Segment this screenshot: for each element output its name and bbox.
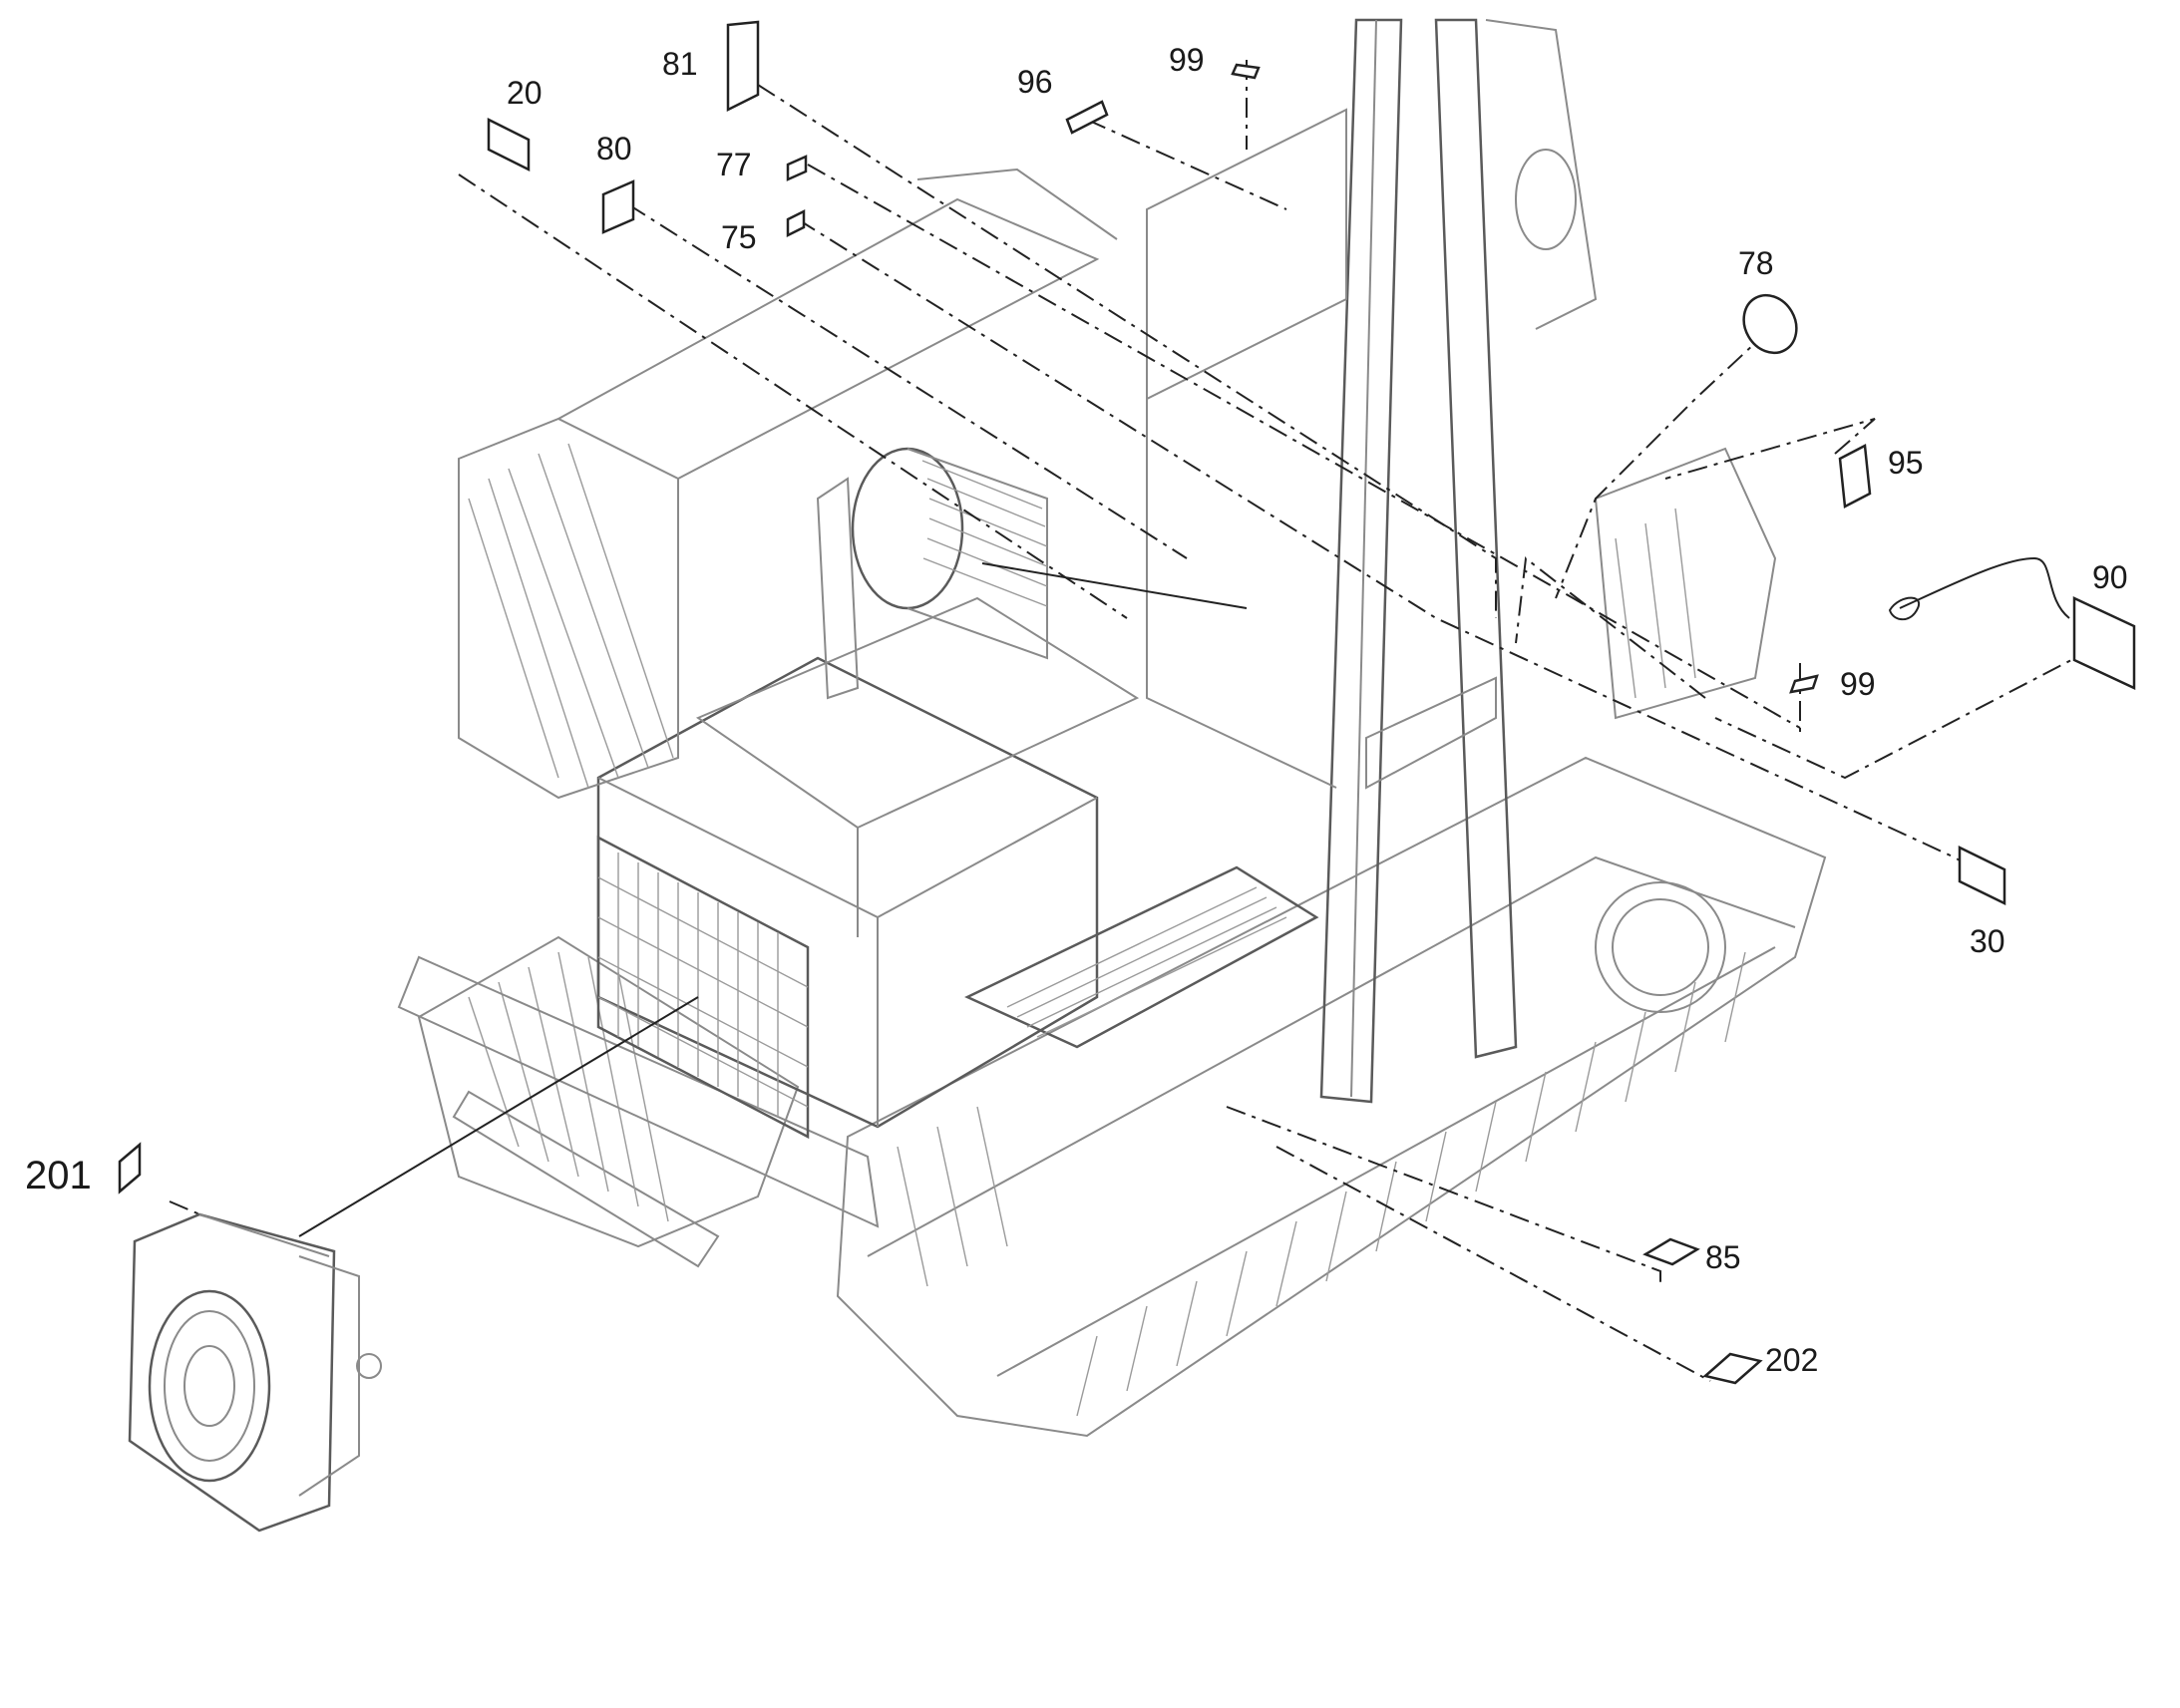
decal-81-shape [726, 20, 760, 113]
left-outrigger [458, 168, 1118, 800]
decal-99-top-shape [1231, 63, 1261, 80]
callout-201: 201 [25, 1154, 92, 1197]
part-90-cable-shape [1899, 556, 2070, 619]
callout-81: 81 [662, 46, 698, 82]
decal-85-shape [1642, 1237, 1700, 1266]
callout-95: 95 [1888, 445, 1924, 481]
winch-drum [816, 447, 1048, 700]
decal-201-shape [118, 1142, 142, 1195]
right-housing [1594, 447, 1777, 720]
part-shapes [118, 20, 2136, 1533]
callout-78: 78 [1738, 245, 1774, 281]
callout-85: 85 [1705, 1239, 1741, 1275]
decal-78-shape [1742, 293, 1798, 355]
decal-202-shape [1702, 1352, 1763, 1385]
left-track [417, 935, 800, 1268]
decal-77-shape [786, 155, 808, 181]
callout-77: 77 [716, 147, 752, 182]
grille [596, 835, 810, 1140]
chassis [397, 596, 1140, 1228]
mast [1146, 18, 1598, 1104]
callout-75: 75 [721, 219, 757, 255]
right-track [836, 756, 1827, 1438]
decal-75-shape [786, 208, 806, 238]
leader-lines [169, 60, 2095, 1382]
part-90-eye-shape [1888, 596, 1921, 621]
cooler-unit [128, 1212, 382, 1533]
decal-20-shape [487, 117, 531, 172]
step-platform [964, 865, 1319, 1049]
callout-labels: 20 81 80 77 75 96 99 78 95 90 99 30 201 … [25, 42, 2128, 1378]
callout-99-top: 99 [1169, 42, 1205, 78]
decal-80-shape [601, 179, 635, 234]
decal-30-shape [1958, 845, 2006, 906]
decal-99-right-shape [1789, 674, 1819, 694]
callout-80: 80 [596, 131, 632, 167]
machine-drawing [397, 18, 1827, 1438]
decal-90-shape [2072, 596, 2136, 690]
callout-96: 96 [1017, 64, 1053, 100]
callout-20: 20 [507, 75, 543, 111]
callout-30: 30 [1970, 923, 2005, 959]
callout-90: 90 [2092, 559, 2128, 595]
decal-95-shape [1838, 444, 1872, 509]
callout-202: 202 [1765, 1342, 1818, 1378]
callout-99-right: 99 [1840, 666, 1876, 702]
decal-96-shape [1065, 100, 1109, 135]
